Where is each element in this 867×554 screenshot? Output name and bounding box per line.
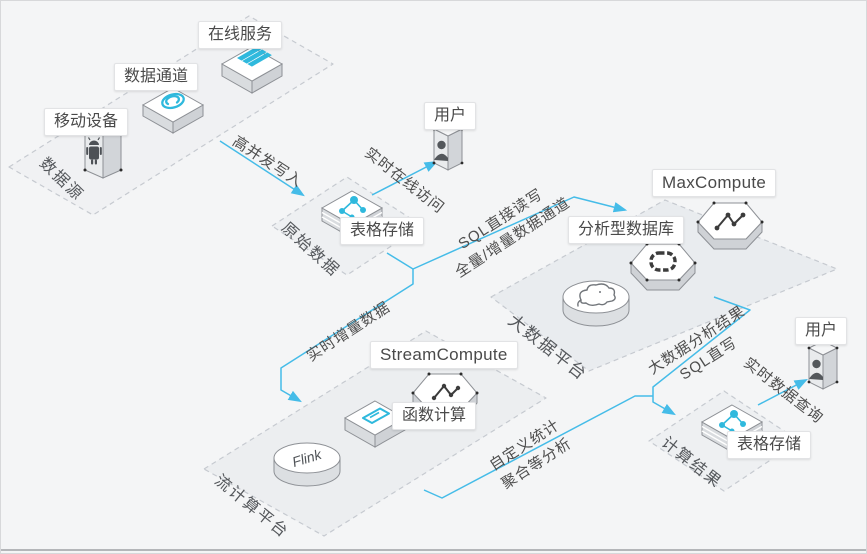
tunnel-label: 数据通道 bbox=[114, 63, 199, 91]
tablestore-label-2: 表格存储 bbox=[727, 431, 812, 459]
flink-disc-icon: Flink bbox=[273, 442, 341, 487]
android-icon bbox=[86, 137, 102, 165]
analysis-result-edge-line bbox=[652, 296, 751, 416]
node-path-icon bbox=[431, 383, 461, 401]
person-icon bbox=[434, 140, 448, 161]
online-access-edge-line bbox=[371, 160, 438, 196]
mobile-device-label: 移动设备 bbox=[44, 108, 129, 136]
window-bottom-edge bbox=[1, 549, 866, 551]
hadoop-disc-icon bbox=[562, 280, 630, 327]
tunnel-tile-icon bbox=[141, 87, 205, 134]
tunnel-loop-icon bbox=[161, 92, 185, 110]
maxcompute-hexagon-icon bbox=[696, 201, 764, 250]
write-edge-line bbox=[219, 140, 305, 197]
user-label-2: 用户 bbox=[795, 317, 848, 345]
maxcompute-label: MaxCompute bbox=[652, 169, 777, 197]
online-service-tile-icon bbox=[220, 46, 284, 94]
analyticdb-hexagon-icon bbox=[629, 242, 697, 291]
person-icon bbox=[809, 359, 823, 380]
analyticdb-label: 分析型数据库 bbox=[568, 216, 685, 244]
online-service-label: 在线服务 bbox=[198, 21, 283, 49]
tablestore-label-1: 表格存储 bbox=[340, 217, 425, 245]
elephant-icon bbox=[577, 283, 616, 307]
streamcompute-label: StreamCompute bbox=[370, 341, 518, 369]
custom-stats-edge-line bbox=[423, 395, 653, 499]
sql-channel-edge-line bbox=[386, 196, 628, 270]
user-label-1: 用户 bbox=[424, 102, 477, 130]
realtime-query-edge-line bbox=[757, 378, 808, 406]
incremental-edge-line bbox=[280, 269, 414, 403]
function-compute-label: 函数计算 bbox=[392, 402, 477, 430]
molecule-icon bbox=[339, 196, 366, 220]
list-bars-icon bbox=[237, 46, 272, 67]
node-path-icon bbox=[714, 212, 746, 231]
segment-ring-icon bbox=[649, 251, 677, 272]
user-tower-icon bbox=[807, 340, 839, 390]
function-icon bbox=[362, 407, 390, 424]
